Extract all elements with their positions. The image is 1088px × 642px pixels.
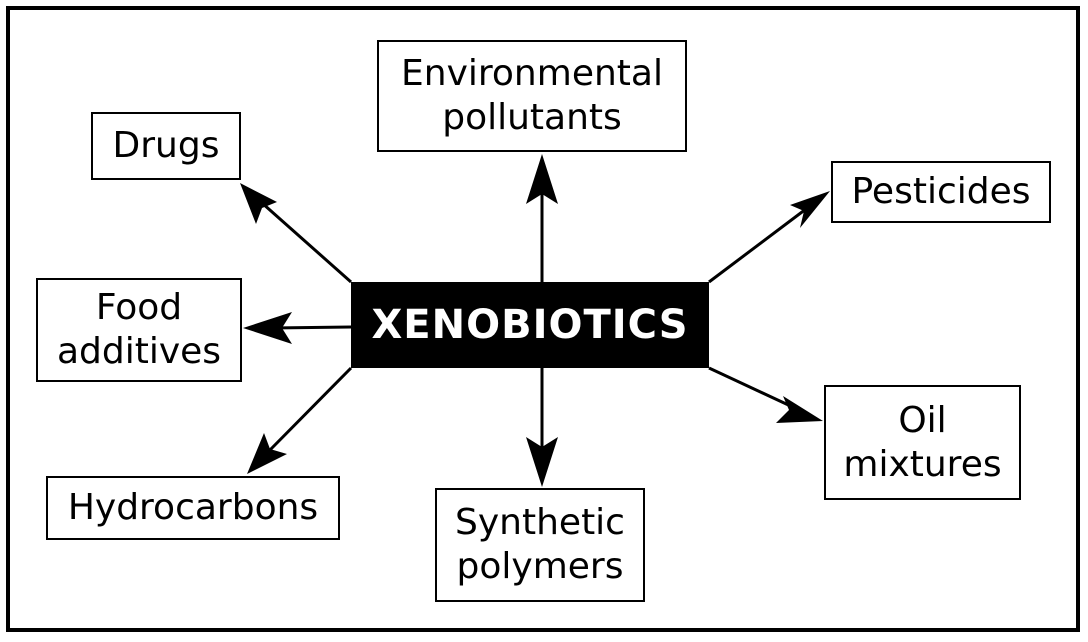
node-label: Drugs bbox=[112, 125, 220, 166]
node-label: Pesticides bbox=[851, 171, 1031, 212]
center-label: XENOBIOTICS bbox=[371, 302, 689, 348]
node-oil-mixtures: Oil mixtures bbox=[824, 385, 1021, 500]
node-label: Hydrocarbons bbox=[67, 487, 319, 528]
node-drugs: Drugs bbox=[91, 112, 241, 180]
node-label: Food additives bbox=[56, 287, 222, 372]
node-label: Oil mixtures bbox=[843, 399, 1002, 485]
node-food-additives: Food additives bbox=[36, 278, 242, 382]
center-node-xenobiotics: XENOBIOTICS bbox=[351, 282, 709, 368]
node-hydrocarbons: Hydrocarbons bbox=[46, 476, 340, 540]
node-environmental-pollutants: Environmental pollutants bbox=[377, 40, 687, 152]
node-synthetic-polymers: Synthetic polymers bbox=[435, 488, 645, 602]
node-label: Environmental pollutants bbox=[401, 53, 663, 138]
node-pesticides: Pesticides bbox=[831, 161, 1051, 223]
node-label: Synthetic polymers bbox=[455, 502, 625, 587]
